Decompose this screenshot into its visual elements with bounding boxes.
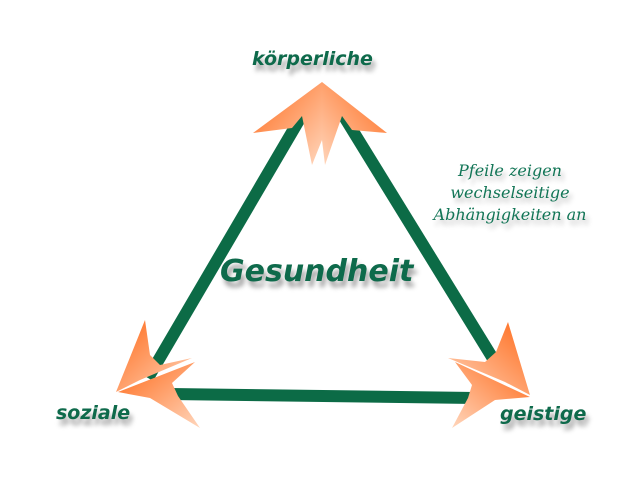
note-text: Pfeile zeigen wechselseitige Abhängigkei… — [425, 160, 595, 226]
edge-bottom — [169, 388, 476, 404]
arrow-right-down — [448, 322, 530, 395]
label-social: soziale — [56, 402, 131, 424]
arrow-top-right — [322, 82, 387, 165]
label-mental: geistige — [500, 403, 587, 425]
note-line-1: Pfeile zeigen — [458, 161, 562, 180]
label-physical: körperliche — [252, 48, 373, 70]
triangle-edges — [142, 106, 506, 404]
note-line-2: wechselseitige — [450, 183, 570, 202]
edge-right — [334, 106, 506, 374]
arrow-left-right — [118, 362, 200, 428]
arrow-right-left — [452, 362, 530, 428]
arrow-top-left — [253, 82, 322, 165]
edge-left — [142, 106, 311, 382]
label-health: Gesundheit — [220, 254, 414, 289]
note-line-3: Abhängigkeiten an — [433, 205, 587, 224]
arrow-left-up — [116, 320, 192, 392]
